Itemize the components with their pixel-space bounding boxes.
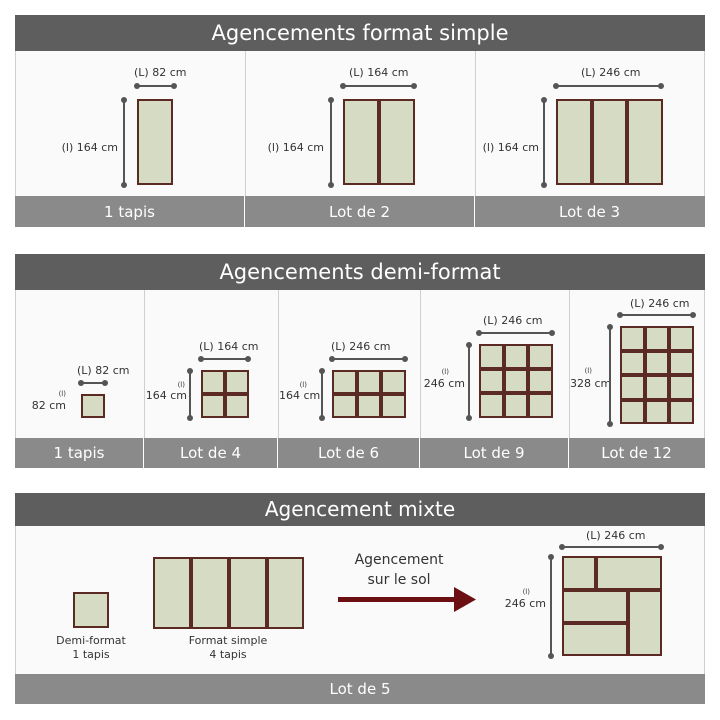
height-label: 164 cm <box>279 389 321 402</box>
tatami-mat <box>379 99 415 185</box>
caption-lot-de-4: Lot de 4 <box>180 444 241 462</box>
height-label: (l) 164 cm <box>482 141 539 154</box>
caption-lot-de-9: Lot de 9 <box>463 444 525 462</box>
tatami-mat <box>137 99 173 185</box>
caption-lot-de-3: Lot de 3 <box>559 202 620 221</box>
width-label: (L) 246 cm <box>331 340 391 353</box>
section-title: Agencements format simple <box>15 15 705 51</box>
layout-lot-de-4: (L) 164 cm (l) 164 cm <box>145 290 278 438</box>
width-label: (L) 246 cm <box>483 314 543 327</box>
tatami-mat <box>81 394 105 418</box>
tatami-mat <box>596 556 662 590</box>
height-label: (l) 164 cm <box>61 141 118 154</box>
height-label: 246 cm <box>423 377 465 390</box>
caption-1-tapis: 1 tapis <box>104 202 155 221</box>
height-label: 328 cm <box>570 377 612 390</box>
section-footer: 1 tapis Lot de 4 Lot de 6 Lot de 9 Lot d… <box>15 438 705 468</box>
section-title: Agencements demi-format <box>15 254 705 290</box>
height-label: 164 cm <box>145 389 187 402</box>
width-label: (L) 82 cm <box>77 364 130 377</box>
height-label: 82 cm <box>31 399 66 412</box>
layout-lot-de-3: (L) 246 cm (l) 164 cm <box>476 51 705 211</box>
section-mixte: Agencement mixte Demi-format 1 tapis For… <box>15 493 705 704</box>
tatami-mat <box>627 99 663 185</box>
caption-lot-de-6: Lot de 6 <box>318 444 379 462</box>
tatami-mat <box>592 99 627 185</box>
tatami-mat <box>153 557 191 629</box>
caption-format-simple: Format simple 4 tapis <box>188 634 268 661</box>
width-label: (L) 82 cm <box>134 66 187 79</box>
height-label: (l) 164 cm <box>267 141 324 154</box>
section-body: (L) 82 cm (l) 164 cm (L) 164 cm (l) 164 … <box>15 51 705 211</box>
section-demi-format: Agencements demi-format (L) 82 cm (l) 82… <box>15 254 705 468</box>
section-body: (L) 82 cm (l) 82 cm (L) 164 cm (l) 164 c… <box>15 290 705 438</box>
height-label: 246 cm <box>504 597 546 610</box>
width-label: (L) 164 cm <box>349 66 409 79</box>
layout-lot-de-2: (L) 164 cm (l) 164 cm <box>246 51 475 211</box>
tatami-mat <box>562 556 596 590</box>
section-footer: 1 tapis Lot de 2 Lot de 3 <box>15 196 705 227</box>
tatami-mat <box>562 590 628 623</box>
tatami-mat <box>267 557 304 629</box>
layout-lot-de-12: (L) 246 cm (l) 328 cm <box>570 290 705 438</box>
layout-1-tapis: (L) 82 cm (l) 164 cm <box>16 51 245 211</box>
arrow-caption: Agencement sur le sol <box>354 552 444 588</box>
caption-demi-format: Demi-format 1 tapis <box>56 634 126 661</box>
tatami-mat <box>73 592 109 628</box>
arrow-right-icon <box>338 587 476 612</box>
layout-lot-de-9: (L) 246 cm (l) 246 cm <box>421 290 569 438</box>
width-label: (L) 246 cm <box>581 66 641 79</box>
caption-lot-de-5: Lot de 5 <box>329 680 391 698</box>
tatami-mat <box>343 99 379 185</box>
height-prefix: (l) <box>58 390 66 398</box>
tatami-mat <box>229 557 267 629</box>
tatami-mat <box>628 590 662 656</box>
caption-lot-de-12: Lot de 12 <box>601 444 672 462</box>
caption-demi-1-tapis: 1 tapis <box>53 444 105 462</box>
section-footer: Lot de 5 <box>15 674 705 704</box>
section-title: Agencement mixte <box>15 493 705 526</box>
caption-lot-de-2: Lot de 2 <box>329 202 390 221</box>
tatami-mat <box>191 557 229 629</box>
section-body: Demi-format 1 tapis Format simple 4 tapi… <box>15 526 705 674</box>
divider <box>245 51 246 211</box>
layout-demi-1-tapis: (L) 82 cm (l) 82 cm <box>16 290 144 438</box>
divider <box>475 51 476 211</box>
layout-lot-de-6: (L) 246 cm (l) 164 cm <box>279 290 420 438</box>
width-label: (L) 164 cm <box>199 340 259 353</box>
width-label: (L) 246 cm <box>630 297 690 310</box>
width-label: (L) 246 cm <box>586 529 646 542</box>
tatami-mat <box>556 99 592 185</box>
section-format-simple: Agencements format simple (L) 82 cm (l) … <box>15 15 705 227</box>
tatami-mat <box>562 623 628 656</box>
